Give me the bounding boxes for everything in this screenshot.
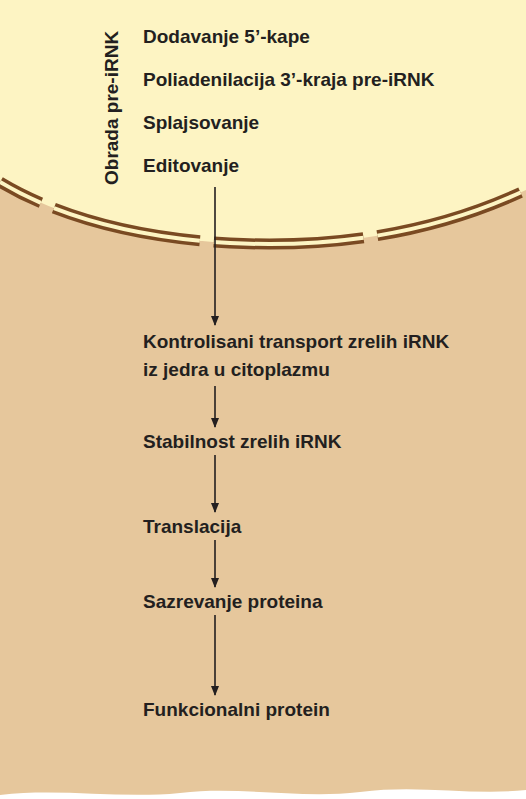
flow-arrow <box>214 187 216 325</box>
envelope-lumen <box>0 182 526 244</box>
nuclear-envelope <box>0 182 526 244</box>
flow-arrow <box>214 386 216 427</box>
process-step-text: Poliadenilacija 3’-kraja pre-iRNK <box>143 68 520 91</box>
process-step: Translacija <box>143 515 503 538</box>
process-step-text: Editovanje <box>143 154 520 177</box>
nucleus-processing-group: Obrada pre-iRNK Dodavanje 5’-kapePoliaden… <box>100 25 520 185</box>
process-step-text: Translacija <box>143 515 503 538</box>
process-step-text: Dodavanje 5’-kape <box>143 25 520 48</box>
group-heading: Obrada pre-iRNK <box>100 31 123 185</box>
flow-arrow <box>214 615 216 695</box>
process-step-text: Funkcionalni protein <box>143 698 503 721</box>
process-step: Kontrolisani transport zrelih iRNK iz je… <box>143 328 463 384</box>
flow-arrow <box>214 455 216 512</box>
process-step: Sazrevanje proteina <box>143 590 503 613</box>
process-step-text: Kontrolisani transport zrelih iRNK iz je… <box>143 328 463 384</box>
flow-arrow <box>214 540 216 587</box>
process-step-text: Stabilnost zrelih iRNK <box>143 430 503 453</box>
nucleus <box>0 0 526 244</box>
process-step-text: Sazrevanje proteina <box>143 590 503 613</box>
process-step: Funkcionalni protein <box>143 698 503 721</box>
process-step-text: Splajsovanje <box>143 111 520 134</box>
process-step: Stabilnost zrelih iRNK <box>143 430 503 453</box>
